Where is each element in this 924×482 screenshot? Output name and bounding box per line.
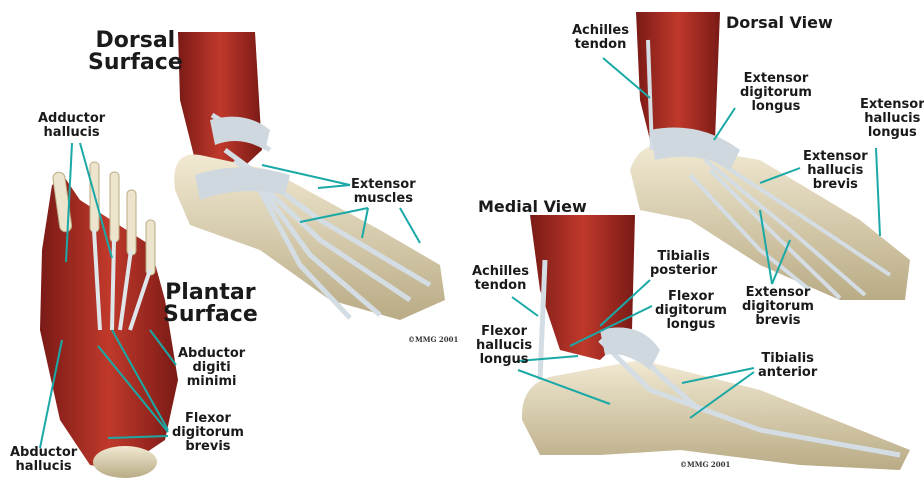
label-flexor-digitorum-longus: Flexor digitorum longus xyxy=(655,290,727,332)
label-line: brevis xyxy=(803,178,868,192)
label-line: muscles xyxy=(351,192,416,206)
label-line: longus xyxy=(476,353,532,367)
label-line: Abductor xyxy=(178,347,245,361)
label-line: Extensor xyxy=(740,72,812,86)
label-line: Tibialis xyxy=(758,352,817,366)
label-abductor-digiti-minimi: Abductor digiti minimi xyxy=(178,347,245,389)
label-extensor-digitorum-longus: Extensor digitorum longus xyxy=(740,72,812,114)
label-line: Extensor xyxy=(351,178,416,192)
label-line: digitorum xyxy=(740,86,812,100)
label-line: digitorum xyxy=(172,426,244,440)
label-line: Extensor xyxy=(742,286,814,300)
plantar-surface-title-line1: Plantar xyxy=(163,282,258,304)
label-tibialis-anterior: Tibialis anterior xyxy=(758,352,817,380)
dorsal-surface-title-line1: Dorsal xyxy=(88,30,183,52)
label-dorsal-achilles-tendon: Achilles tendon xyxy=(572,24,629,52)
label-line: brevis xyxy=(172,440,244,454)
dorsal-view-title: Dorsal View xyxy=(726,14,833,31)
label-line: hallucis xyxy=(803,164,868,178)
label-line: anterior xyxy=(758,366,817,380)
dorsal-surface-title-line2: Surface xyxy=(88,52,183,74)
label-abductor-hallucis: Abductor hallucis xyxy=(10,446,77,474)
dorsal-view-title-text: Dorsal View xyxy=(726,14,833,31)
label-line: tendon xyxy=(572,38,629,52)
medial-view-title-text: Medial View xyxy=(478,198,587,215)
label-line: Flexor xyxy=(172,412,244,426)
medial-view-title: Medial View xyxy=(478,198,587,215)
label-line: minimi xyxy=(178,375,245,389)
dorsal-surface-title: Dorsal Surface xyxy=(88,30,183,74)
label-line: digitorum xyxy=(742,300,814,314)
label-line: tendon xyxy=(472,279,529,293)
label-line: longus xyxy=(860,126,924,140)
label-line: Extensor xyxy=(860,98,924,112)
label-line: Flexor xyxy=(655,290,727,304)
label-line: hallucis xyxy=(476,339,532,353)
plantar-foot-drawing xyxy=(40,162,178,478)
label-line: hallucis xyxy=(860,112,924,126)
plantar-surface-title-line2: Surface xyxy=(163,304,258,326)
label-extensor-digitorum-brevis: Extensor digitorum brevis xyxy=(742,286,814,328)
label-line: digiti xyxy=(178,361,245,375)
plantar-surface-title: Plantar Surface xyxy=(163,282,258,326)
label-line: hallucis xyxy=(10,460,77,474)
label-medial-achilles-tendon: Achilles tendon xyxy=(472,265,529,293)
label-line: hallucis xyxy=(38,126,105,140)
label-extensor-muscles: Extensor muscles xyxy=(351,178,416,206)
label-extensor-hallucis-longus: Extensor hallucis longus xyxy=(860,98,924,140)
label-line: Abductor xyxy=(10,446,77,460)
copyright-left: ©MMG 2001 xyxy=(408,335,458,344)
label-line: Achilles xyxy=(572,24,629,38)
label-line: brevis xyxy=(742,314,814,328)
label-line: digitorum xyxy=(655,304,727,318)
label-line: Flexor xyxy=(476,325,532,339)
label-line: longus xyxy=(740,100,812,114)
label-extensor-hallucis-brevis: Extensor hallucis brevis xyxy=(803,150,868,192)
label-flexor-digitorum-brevis: Flexor digitorum brevis xyxy=(172,412,244,454)
label-flexor-hallucis-longus: Flexor hallucis longus xyxy=(476,325,532,367)
copyright-right: ©MMG 2001 xyxy=(680,460,730,469)
label-line: longus xyxy=(655,318,727,332)
label-line: Tibialis xyxy=(650,250,717,264)
label-line: Extensor xyxy=(803,150,868,164)
label-line: Achilles xyxy=(472,265,529,279)
label-tibialis-posterior: Tibialis posterior xyxy=(650,250,717,278)
label-line: Adductor xyxy=(38,112,105,126)
label-line: posterior xyxy=(650,264,717,278)
label-adductor-hallucis: Adductor hallucis xyxy=(38,112,105,140)
